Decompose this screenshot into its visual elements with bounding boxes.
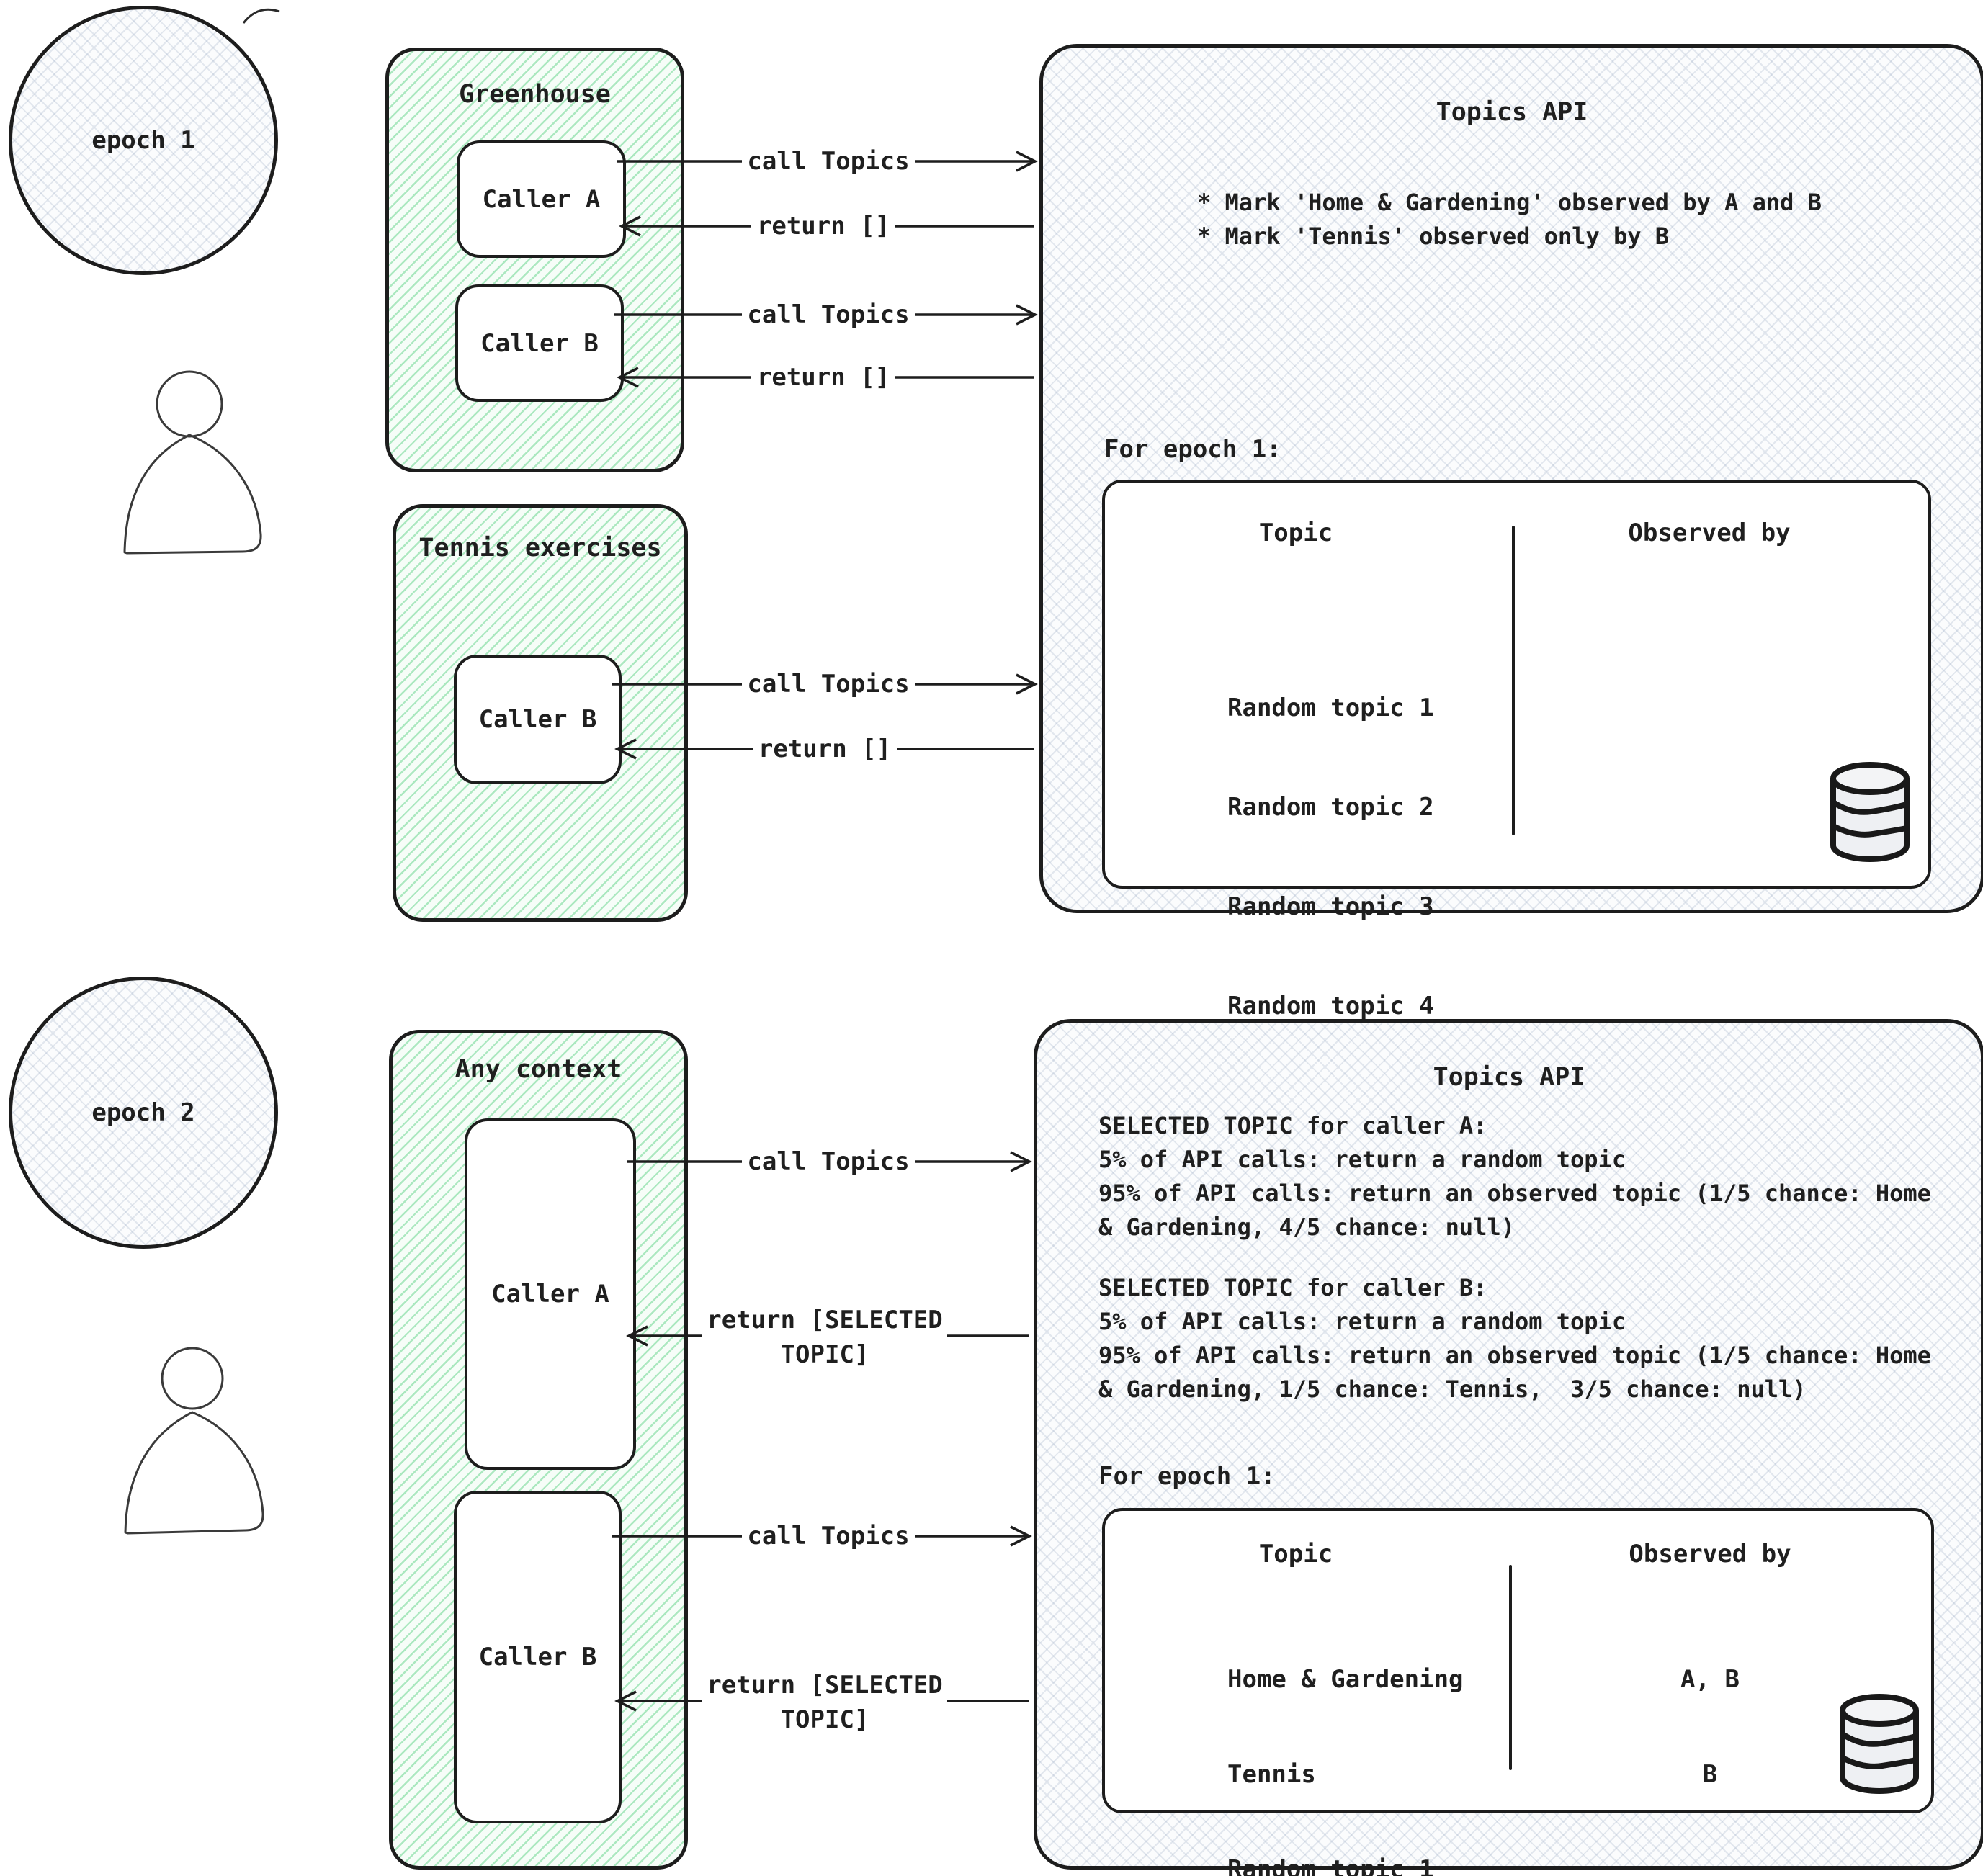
database-icon	[1830, 762, 1910, 862]
api1-note-line: * Mark 'Tennis' observed only by B	[1197, 223, 1670, 250]
table-row: Random topic 2	[1227, 793, 1434, 822]
edge-label-call-topics: call Topics	[742, 297, 915, 332]
caller-b-box-tennis: Caller B	[454, 655, 622, 784]
table-row: Tennis	[1227, 1760, 1316, 1789]
table-cell-observed: A, B	[1680, 1665, 1740, 1694]
edge-label-return-empty: return []	[751, 360, 895, 395]
epoch1-label: epoch 1	[91, 126, 195, 155]
caller-b-box-epoch1: Caller B	[455, 284, 624, 402]
edge-label-return-selected: return [SELECTED TOPIC]	[702, 1303, 947, 1372]
api2-text-line: 95% of API calls: return an observed top…	[1098, 1342, 1931, 1369]
api2-col-topic: Topic	[1258, 1540, 1333, 1568]
any-context-title: Any context	[455, 1055, 622, 1084]
caller-a-box-epoch1: Caller A	[457, 140, 626, 258]
table-row: Random topic 3	[1227, 892, 1434, 921]
api1-notes: * Mark 'Home & Gardening' observed by A …	[1197, 186, 1822, 253]
edge-label-call-topics: call Topics	[742, 1519, 915, 1553]
epoch2-label: epoch 2	[91, 1098, 195, 1127]
selected-topic-caller-b-text: SELECTED TOPIC for caller B: 5% of API c…	[1098, 1271, 1931, 1406]
edge-label-line: return [SELECTED	[707, 1306, 943, 1334]
edge-label-return-empty: return []	[751, 209, 895, 243]
caller-b-label: Caller B	[478, 1643, 597, 1671]
api2-text-line: 5% of API calls: return a random topic	[1098, 1308, 1626, 1335]
edge-label-line: return [SELECTED	[707, 1671, 943, 1700]
api2-for-epoch-label: For epoch 1:	[1098, 1462, 1276, 1491]
api2-text-line: 95% of API calls: return an observed top…	[1098, 1180, 1931, 1207]
edge-label-call-topics: call Topics	[742, 667, 915, 701]
table-row: Home & Gardening	[1227, 1665, 1464, 1694]
caller-b-label: Caller B	[478, 705, 597, 734]
tennis-title: Tennis exercises	[418, 534, 662, 562]
topics-api-box-epoch2: Topics API SELECTED TOPIC for caller A: …	[1034, 1019, 1983, 1876]
pen-stray-mark	[242, 8, 280, 24]
caller-a-label: Caller A	[482, 184, 601, 214]
api1-table-card: Topic Observed by Random topic 1 Random …	[1102, 480, 1931, 1120]
database-icon	[1840, 1694, 1919, 1794]
epoch2-bubble: epoch 2	[9, 977, 278, 1249]
epoch1-bubble: epoch 1	[9, 6, 278, 275]
api2-topic-rows: Home & Gardening Tennis Random topic 1 R…	[1227, 1600, 1464, 1876]
edge-label-call-topics: call Topics	[742, 144, 915, 179]
caller-b-box-epoch2: Caller B	[454, 1491, 622, 1823]
api2-text-line: & Gardening, 4/5 chance: null)	[1098, 1213, 1515, 1241]
api2-col-observed: Observed by	[1629, 1540, 1791, 1568]
topics-api-title: Topics API	[1436, 98, 1588, 127]
api1-note-line: * Mark 'Home & Gardening' observed by A …	[1197, 189, 1822, 216]
api1-col-observed: Observed by	[1628, 519, 1791, 547]
table-row: Random topic 4	[1227, 992, 1434, 1020]
api2-text-line: 5% of API calls: return a random topic	[1098, 1146, 1626, 1173]
table-row: Random topic 1	[1227, 1855, 1434, 1876]
table-cell-observed: B	[1702, 1760, 1718, 1789]
api2-table-card: Topic Observed by Home & Gardening Tenni…	[1102, 1508, 1934, 1876]
table-divider	[1509, 1565, 1512, 1770]
topics-api-box-epoch1: Topics API * Mark 'Home & Gardening' obs…	[1039, 44, 1983, 1120]
edge-label-return-selected: return [SELECTED TOPIC]	[702, 1668, 947, 1737]
table-row: Random topic 1	[1227, 694, 1434, 722]
api2-text-line: SELECTED TOPIC for caller B:	[1098, 1274, 1487, 1301]
tennis-box: Tennis exercises Caller B	[393, 504, 688, 922]
table-divider	[1512, 526, 1515, 835]
edge-label-line: TOPIC]	[780, 1705, 869, 1734]
caller-a-label: Caller A	[491, 1280, 609, 1309]
api2-observed-rows: A, B B	[1566, 1600, 1854, 1854]
api1-for-epoch-label: For epoch 1:	[1104, 435, 1281, 464]
person-icon	[123, 370, 262, 555]
caller-b-label: Caller B	[480, 328, 599, 358]
caller-a-box-epoch2: Caller A	[465, 1118, 636, 1470]
greenhouse-title: Greenhouse	[459, 80, 611, 109]
edge-label-call-topics: call Topics	[742, 1144, 915, 1179]
api1-col-topic: Topic	[1258, 519, 1333, 547]
api2-text-line: SELECTED TOPIC for caller A:	[1098, 1112, 1487, 1139]
person-icon	[124, 1347, 264, 1535]
any-context-box: Any context Caller A Caller B	[389, 1030, 688, 1870]
edge-label-line: TOPIC]	[780, 1340, 869, 1369]
edge-label-return-empty: return []	[753, 732, 897, 766]
topics-api-title: Topics API	[1433, 1063, 1585, 1092]
greenhouse-box: Greenhouse Caller A Caller B	[385, 48, 684, 472]
api2-text-line: & Gardening, 1/5 chance: Tennis, 3/5 cha…	[1098, 1375, 1807, 1403]
selected-topic-caller-a-text: SELECTED TOPIC for caller A: 5% of API c…	[1098, 1109, 1931, 1244]
